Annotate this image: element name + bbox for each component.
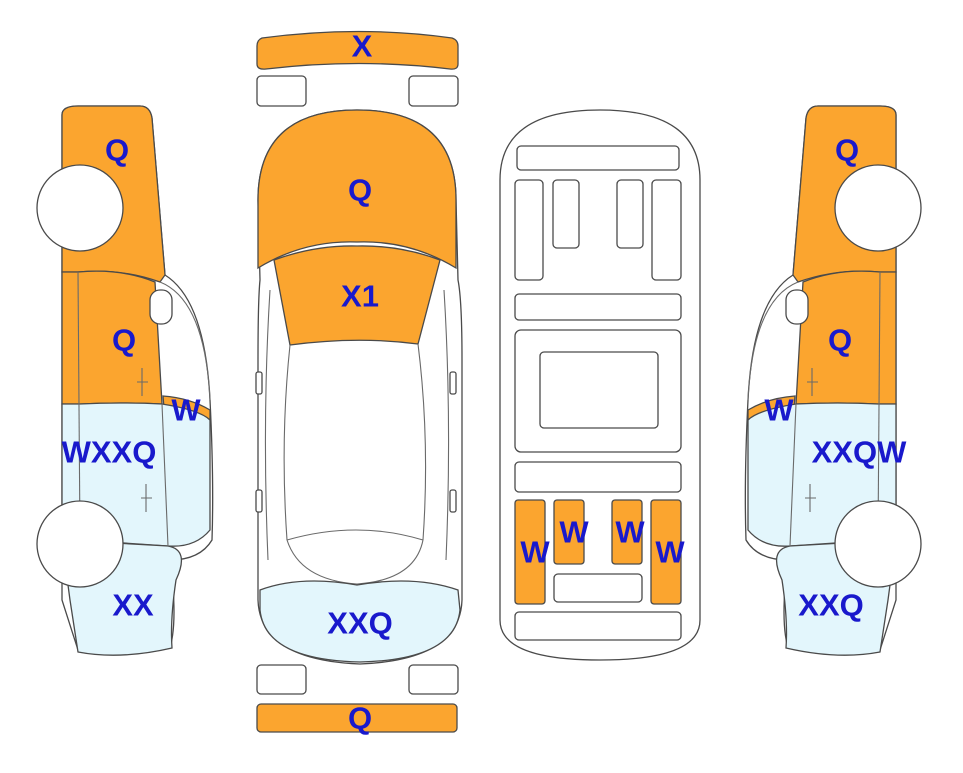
floor-rear-outer-right-panel[interactable]: [650, 499, 682, 605]
rear-bumper-panel[interactable]: [256, 703, 458, 733]
left-rear-quarter-label: XX: [112, 588, 154, 623]
right-front-wheel: [834, 164, 922, 252]
right-front-fender-label: Q: [835, 133, 859, 168]
windshield-label: X1: [341, 279, 379, 314]
front-right-light: [408, 75, 459, 107]
front-bumper-panel[interactable]: [256, 30, 459, 70]
underside-view: W W W W: [499, 109, 701, 661]
trunk-label: XXQ: [327, 606, 392, 641]
right-mirror-label: W: [764, 393, 794, 428]
floor-rear-outer-left-label: W: [520, 535, 550, 570]
trunk-panel[interactable]: [259, 580, 461, 663]
hood-panel[interactable]: [257, 109, 457, 270]
floor-rear-inner-left-panel[interactable]: [553, 499, 585, 565]
top-view: X Q X1 XXQ Q: [255, 29, 463, 736]
left-front-fender-label: Q: [105, 133, 129, 168]
left-mirror-label: W: [171, 393, 201, 428]
floor-rear-outer-right-label: W: [655, 535, 685, 570]
left-rear-door-label: WXXQ: [62, 435, 157, 470]
floor-rear-outer-left-panel[interactable]: [514, 499, 546, 605]
rear-right-light: [408, 664, 459, 695]
left-front-door-label: Q: [112, 323, 136, 358]
right-rear-door-label: XXQW: [812, 435, 907, 470]
right-side-view: Q Q W XXQW XXQ: [744, 105, 922, 656]
hood-label: Q: [348, 173, 372, 208]
right-rear-quarter-label: XXQ: [798, 588, 863, 623]
front-left-light: [256, 75, 307, 107]
rear-left-light: [256, 664, 307, 695]
right-front-door-label: Q: [828, 323, 852, 358]
floor-rear-inner-right-panel[interactable]: [611, 499, 643, 565]
floor-rear-inner-right-label: W: [615, 515, 645, 550]
rear-bumper-label: Q: [348, 701, 372, 736]
left-side-view: Q Q W WXXQ XX: [36, 105, 214, 656]
right-rear-wheel: [834, 500, 922, 588]
left-front-wheel: [36, 164, 124, 252]
front-bumper-label: X: [352, 29, 373, 64]
left-rear-wheel: [36, 500, 124, 588]
floor-rear-inner-left-label: W: [559, 515, 589, 550]
windshield-panel[interactable]: [273, 245, 441, 346]
